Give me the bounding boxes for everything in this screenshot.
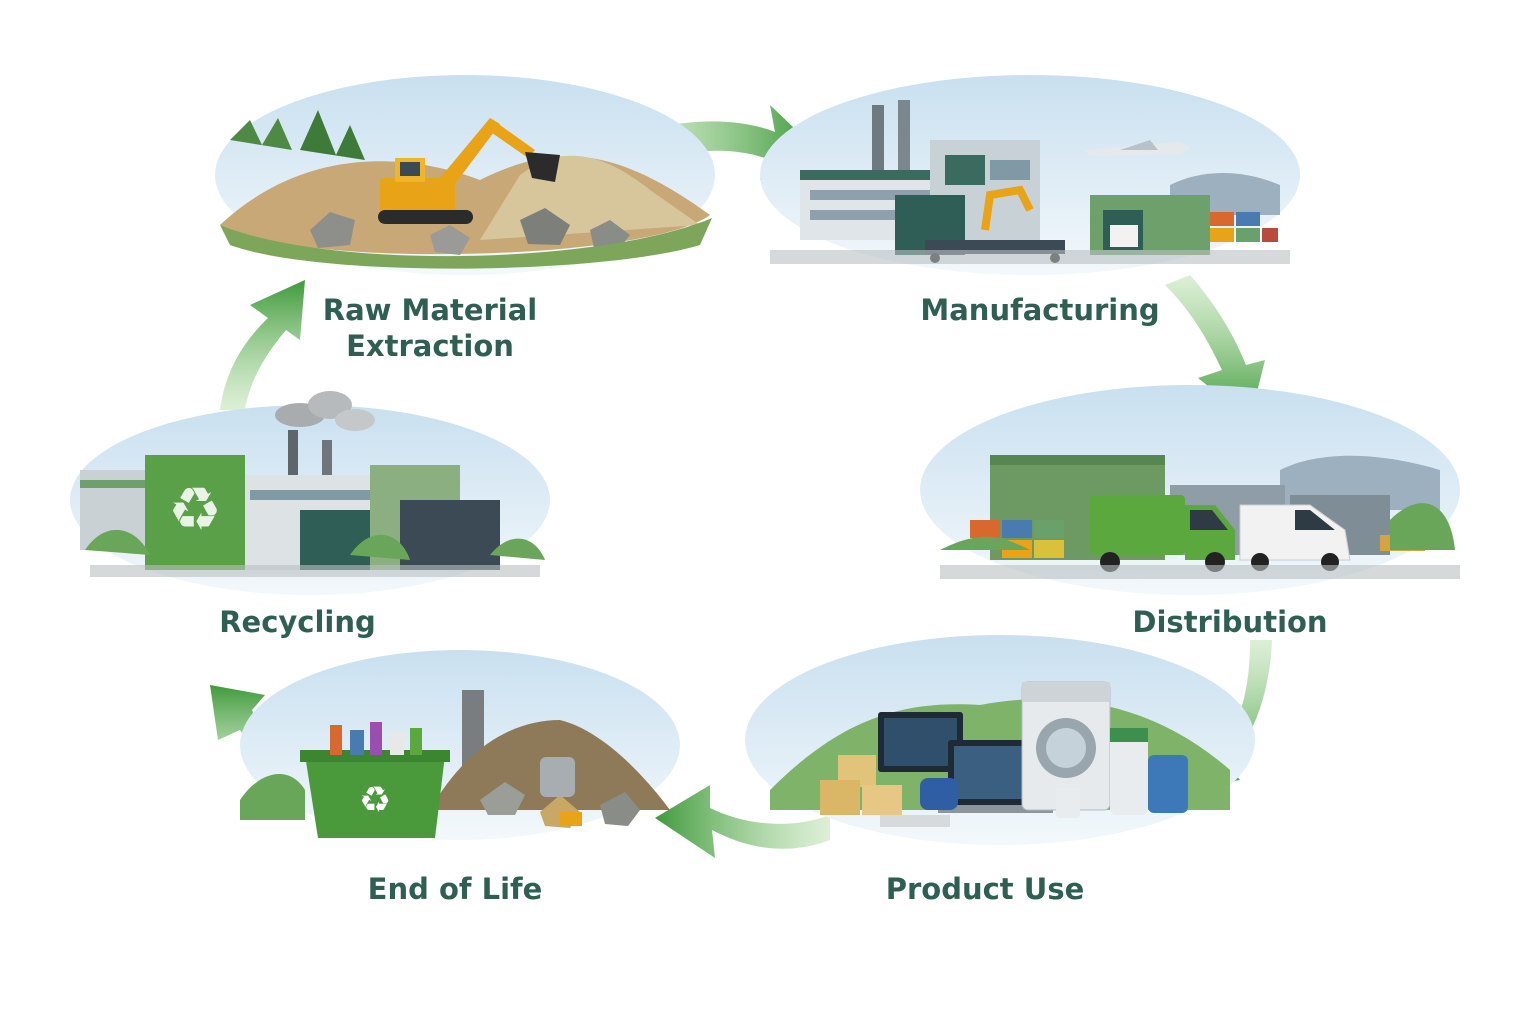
scene-recycling: ♻ (70, 391, 550, 595)
laptop-icon (938, 740, 1053, 813)
rubble (480, 757, 640, 828)
scene-end-of-life: ♻ (240, 650, 680, 840)
label-manufacturing: Manufacturing (920, 293, 1160, 327)
label-end-of-life: End of Life (367, 872, 543, 906)
containers (1210, 212, 1278, 242)
label-recycling: Recycling (219, 605, 376, 639)
cardboard-boxes (820, 755, 902, 815)
monitor-icon (878, 712, 963, 772)
label-distribution: Distribution (1132, 605, 1328, 639)
warehouse (1090, 195, 1210, 255)
label-raw-material-extraction: Raw Material Extraction (322, 293, 538, 363)
recycling-symbol-icon: ♻ (168, 475, 222, 545)
scene-raw-material-extraction (215, 75, 715, 275)
airplane-icon (1085, 140, 1190, 156)
smoke (275, 391, 375, 431)
smokestack-icon (872, 105, 884, 175)
mug (920, 778, 958, 810)
washing-machine-icon (1021, 681, 1111, 811)
arrow-manufacturing-to-distribution (1165, 275, 1265, 420)
scene-product-use (745, 635, 1255, 845)
scene-distribution (920, 385, 1460, 595)
scene-manufacturing (760, 75, 1300, 275)
bottles (1056, 728, 1188, 818)
delivery-truck-icon (1090, 495, 1235, 572)
recycling-symbol-icon: ♻ (359, 780, 391, 821)
excavator-icon (378, 118, 560, 224)
rocks (310, 208, 630, 255)
arrow-recycling-to-extraction (220, 280, 305, 410)
arrow-product-use-to-end-of-life (655, 785, 830, 858)
recycle-bin-icon: ♻ (300, 722, 450, 838)
trees (230, 118, 292, 150)
label-product-use: Product Use (885, 872, 1085, 906)
smokestack-icon (288, 430, 298, 490)
